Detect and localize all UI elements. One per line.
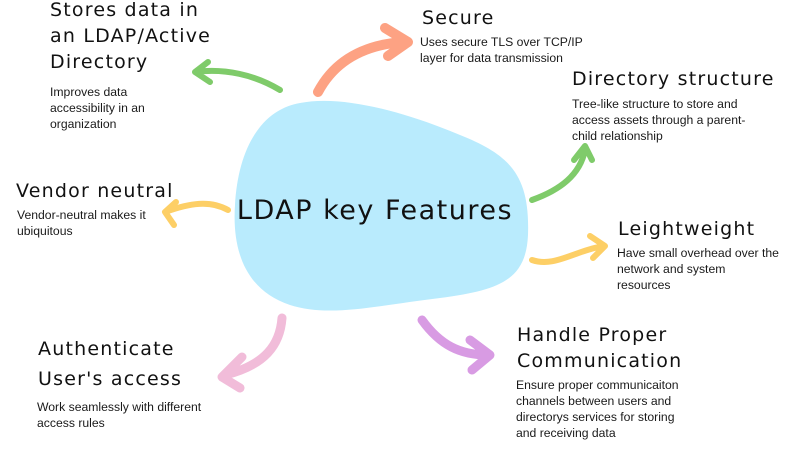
arrow-communication: [417, 315, 495, 375]
feature-title: Directory structure: [572, 68, 775, 90]
arrow-leightweight: [529, 233, 608, 265]
arrow-directory-structure: [529, 143, 595, 203]
feature-description: Work seamlessly with different access ru…: [37, 400, 202, 430]
feature-title: Secure: [422, 7, 495, 29]
center-title: LDAP key Features: [236, 195, 514, 226]
feature-title: Handle Proper Communication: [517, 324, 683, 372]
feature-description: Ensure proper communicaiton channels bet…: [516, 378, 679, 440]
feature-description: Vendor-neutral makes it ubiquitous: [17, 208, 146, 238]
feature-description: Uses secure TLS over TCP/IP layer for da…: [420, 35, 583, 65]
feature-title: Leightweight: [618, 218, 756, 240]
feature-title: Authenticate User's access: [38, 338, 183, 390]
feature-description: Tree-like structure to store and access …: [572, 97, 746, 143]
arrow-secure: [313, 23, 413, 97]
feature-description: Improves data accessibility in an organi…: [50, 85, 145, 131]
feature-description: Have small overhead over the network and…: [617, 246, 779, 292]
feature-title: Vendor neutral: [16, 180, 174, 202]
arrow-authenticate: [217, 313, 287, 393]
arrow-stores-data: [192, 59, 283, 93]
center-blob: [234, 100, 529, 311]
feature-title: Stores data in an LDAP/Active Directory: [50, 0, 212, 73]
arrow-vendor-neutral: [162, 199, 231, 228]
